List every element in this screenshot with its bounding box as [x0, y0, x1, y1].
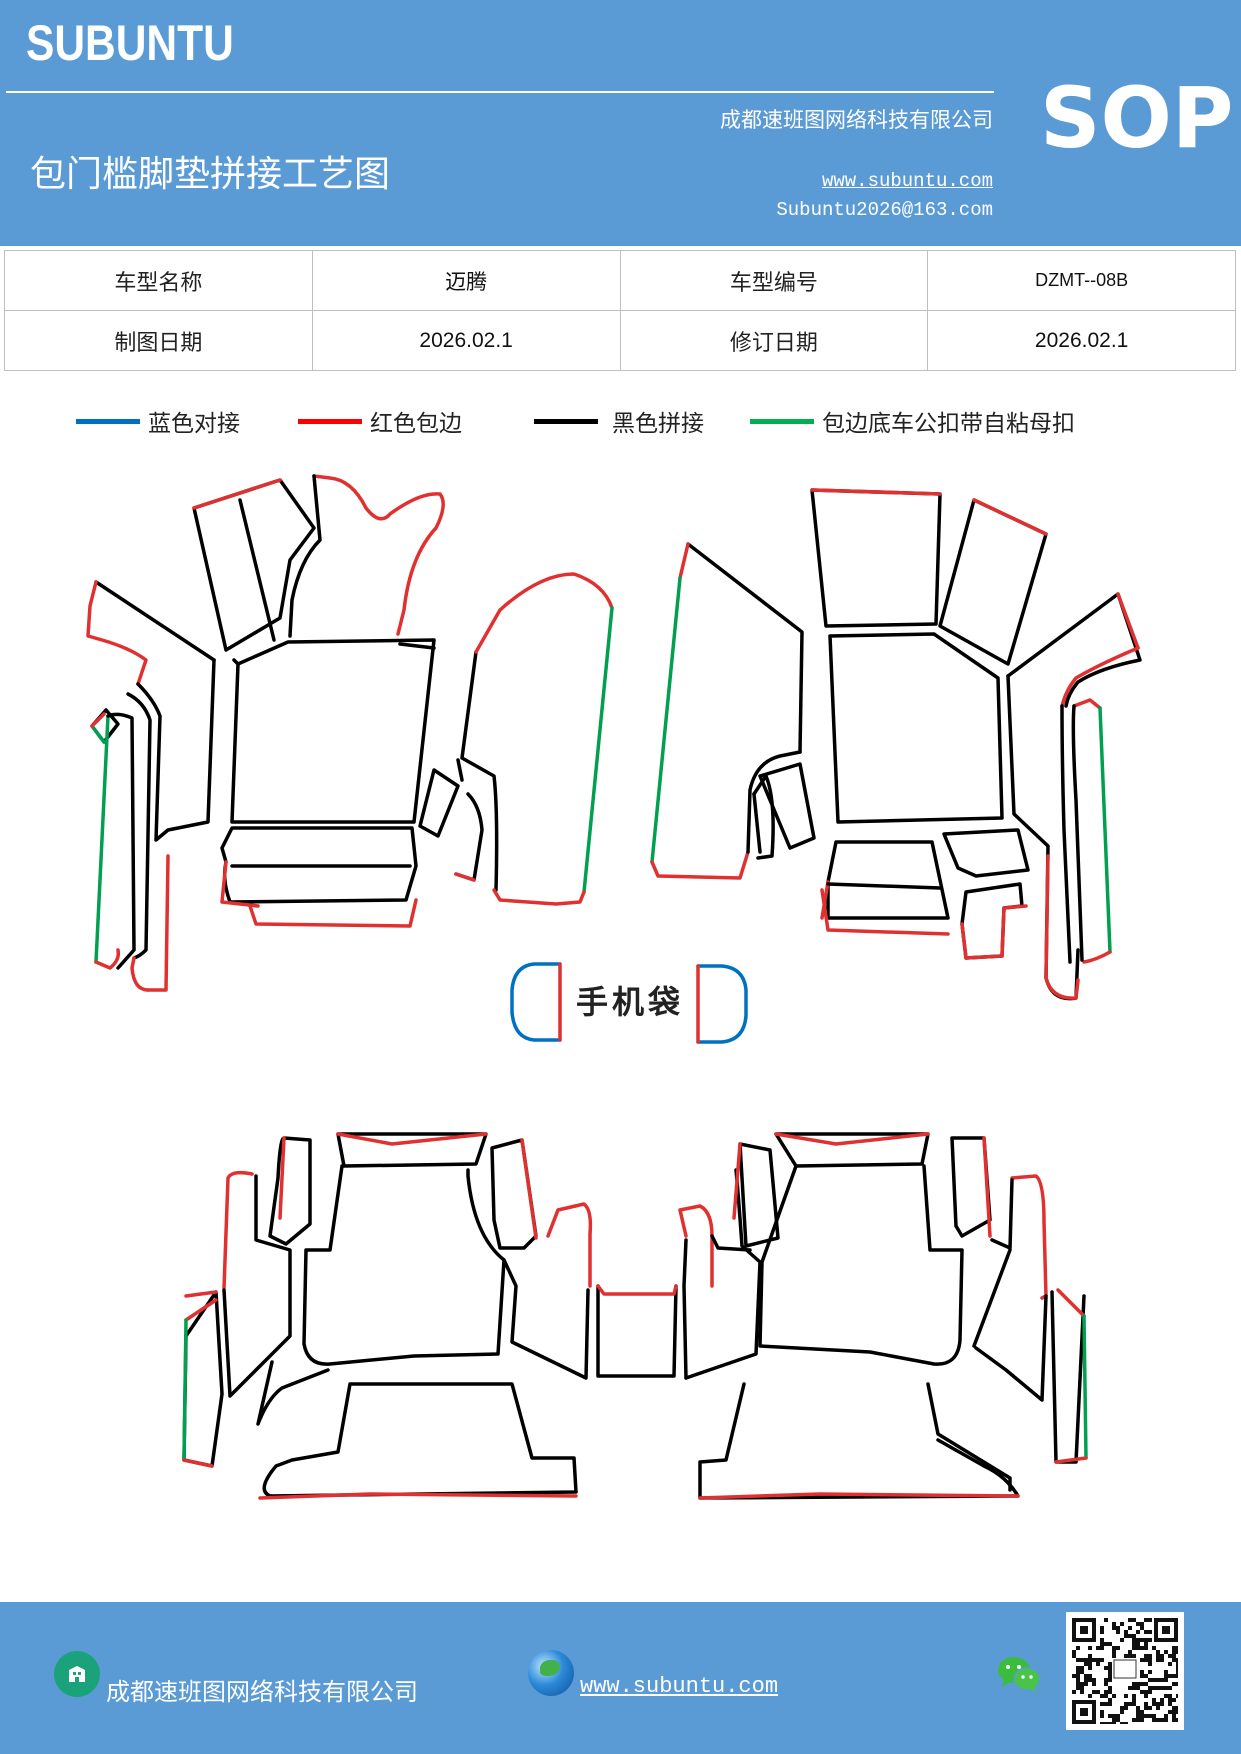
- page-title: 包门槛脚垫拼接工艺图: [30, 154, 391, 195]
- legend-item-green: 包边底车公扣带自粘母扣: [750, 404, 1075, 438]
- building-icon: [54, 1651, 100, 1697]
- brand-logo: SUBUNTU: [26, 15, 234, 71]
- rear-left-mat: [182, 1132, 593, 1500]
- qr-code[interactable]: [1066, 1612, 1184, 1730]
- legend: 蓝色对接 红色包边 黑色拼接 包边底车公扣带自粘母扣: [0, 404, 1241, 438]
- header-banner: SUBUNTU SOP 成都速班图网络科技有限公司 包门槛脚垫拼接工艺图 www…: [0, 0, 1241, 246]
- legend-label: 黑色拼接: [612, 411, 704, 437]
- table-row: 制图日期 2026.02.1 修订日期 2026.02.1: [4, 310, 1236, 371]
- floor-mat-diagram: 手机袋: [86, 474, 1142, 1500]
- header-website-link[interactable]: www.subuntu.com: [821, 170, 993, 192]
- front-right-mat: [650, 488, 1142, 1001]
- legend-item-red: 红色包边: [298, 404, 462, 438]
- footer-website-link[interactable]: www.subuntu.com: [580, 1674, 779, 1699]
- rear-center-piece: [596, 1284, 678, 1378]
- wechat-icon[interactable]: [996, 1654, 1042, 1698]
- legend-label: 包边底车公扣带自粘母扣: [822, 411, 1075, 437]
- model-name-label: 车型名称: [4, 250, 313, 311]
- phone-bag-pieces: [510, 962, 748, 1044]
- phone-bag-label: 手机袋: [576, 983, 684, 1021]
- header-divider: [6, 91, 994, 93]
- draw-date-label: 制图日期: [4, 310, 313, 371]
- model-code-label: 车型编号: [619, 250, 929, 311]
- revision-date-value: 2026.02.1: [927, 310, 1236, 371]
- legend-swatch-blue: [76, 418, 140, 424]
- model-code-value: DZMT--08B: [927, 250, 1236, 311]
- front-left-mat: [86, 474, 614, 992]
- globe-icon: [528, 1650, 574, 1696]
- vehicle-info-table: 车型名称 迈腾 车型编号 DZMT--08B 制图日期 2026.02.1 修订…: [4, 250, 1236, 371]
- footer-company-name: 成都速班图网络科技有限公司: [106, 1678, 418, 1706]
- header-email: Subuntu2026@163.com: [776, 199, 993, 221]
- header-company-name: 成都速班图网络科技有限公司: [720, 108, 993, 132]
- table-row: 车型名称 迈腾 车型编号 DZMT--08B: [4, 250, 1236, 311]
- rear-right-mat: [678, 1132, 1088, 1500]
- legend-swatch-black: [534, 418, 598, 424]
- draw-date-value: 2026.02.1: [311, 310, 621, 371]
- footer: 成都速班图网络科技有限公司 www.subuntu.com: [0, 1602, 1241, 1754]
- sop-label: SOP: [1040, 69, 1234, 167]
- legend-swatch-red: [298, 418, 362, 424]
- legend-swatch-green: [750, 418, 814, 424]
- model-name-value: 迈腾: [311, 250, 621, 311]
- legend-label: 红色包边: [370, 411, 462, 437]
- legend-item-black: 黑色拼接: [534, 404, 704, 438]
- revision-date-label: 修订日期: [619, 310, 929, 371]
- legend-item-blue: 蓝色对接: [76, 404, 240, 438]
- legend-label: 蓝色对接: [148, 411, 240, 437]
